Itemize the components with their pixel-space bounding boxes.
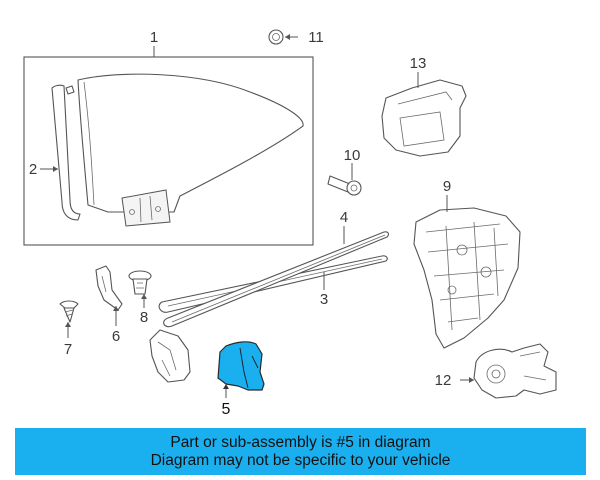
callout-labels: 1 2 3 4 5 6 7 8 9 10 11 12 13 <box>29 29 452 418</box>
weatherstrip-groove <box>171 234 386 323</box>
part-10-bolt[interactable] <box>327 175 362 196</box>
bolt-head <box>346 180 362 196</box>
motor-detail <box>519 351 547 381</box>
part-1-window-glass[interactable] <box>23 56 314 246</box>
banner-line-disclaimer: Diagram may not be specific to your vehi… <box>150 451 451 469</box>
lower-bracket-body <box>149 329 191 383</box>
run-channel-strip <box>51 84 81 221</box>
part-2-run-channel[interactable] <box>51 84 81 221</box>
part-5-corner-filler[interactable] <box>217 341 265 391</box>
callout-7[interactable]: 7 <box>64 341 72 358</box>
part-12-window-motor[interactable] <box>473 343 557 399</box>
info-banner: Part or sub-assembly is #5 in diagram Di… <box>15 428 586 475</box>
callout-12[interactable]: 12 <box>435 372 452 389</box>
nut-hole <box>272 33 280 41</box>
callout-11[interactable]: 11 <box>308 29 324 46</box>
part-11-nut[interactable] <box>268 29 284 45</box>
screw-threads <box>64 309 74 317</box>
screw-head <box>59 300 79 313</box>
callout-4[interactable]: 4 <box>340 209 348 226</box>
part-9-window-regulator[interactable] <box>413 207 521 349</box>
callout-2[interactable]: 2 <box>29 161 37 178</box>
pin-body <box>132 278 148 295</box>
housing-detail <box>397 91 453 147</box>
motor-gear <box>486 364 506 384</box>
corner-filler-fold <box>239 347 249 389</box>
motor-housing <box>473 343 557 399</box>
part-6-clip-bracket[interactable] <box>95 265 123 311</box>
clip-bracket-detail <box>101 275 107 293</box>
part-8-push-pin[interactable] <box>128 270 152 295</box>
callout-6[interactable]: 6 <box>112 328 120 345</box>
lower-bracket-detail <box>157 341 177 377</box>
banner-line-part-number: Part or sub-assembly is #5 in diagram <box>170 433 431 451</box>
callout-3[interactable]: 3 <box>320 291 328 308</box>
nut-outer <box>268 29 284 45</box>
housing-body <box>381 79 467 157</box>
lower-front-bracket <box>149 329 191 383</box>
part-4-belt-weatherstrip[interactable] <box>163 231 389 328</box>
clip-bracket-body <box>95 265 123 311</box>
corner-filler-body <box>217 341 265 391</box>
callout-13[interactable]: 13 <box>410 55 427 72</box>
regulator-panel <box>413 207 521 349</box>
callout-9[interactable]: 9 <box>443 178 451 195</box>
glass-panel <box>77 73 304 213</box>
part-7-screw[interactable] <box>59 300 79 323</box>
leader-lines <box>40 34 474 398</box>
regulator-rails <box>445 221 499 331</box>
part-13-bracket-housing[interactable] <box>381 79 467 157</box>
part-1-frame <box>23 56 314 246</box>
pin-ridges <box>136 282 144 289</box>
callout-1[interactable]: 1 <box>150 29 158 46</box>
glass-edge <box>83 81 95 206</box>
callout-5[interactable]: 5 <box>222 401 231 418</box>
parts-diagram: 1 2 3 4 5 6 7 8 9 10 11 12 13 <box>23 29 557 418</box>
bracket-ribs <box>139 195 153 223</box>
run-channel-clip <box>65 85 75 95</box>
regulator-ribs <box>425 223 509 323</box>
callout-10[interactable]: 10 <box>344 147 361 164</box>
callout-8[interactable]: 8 <box>140 309 148 326</box>
glass-bracket <box>121 189 171 227</box>
